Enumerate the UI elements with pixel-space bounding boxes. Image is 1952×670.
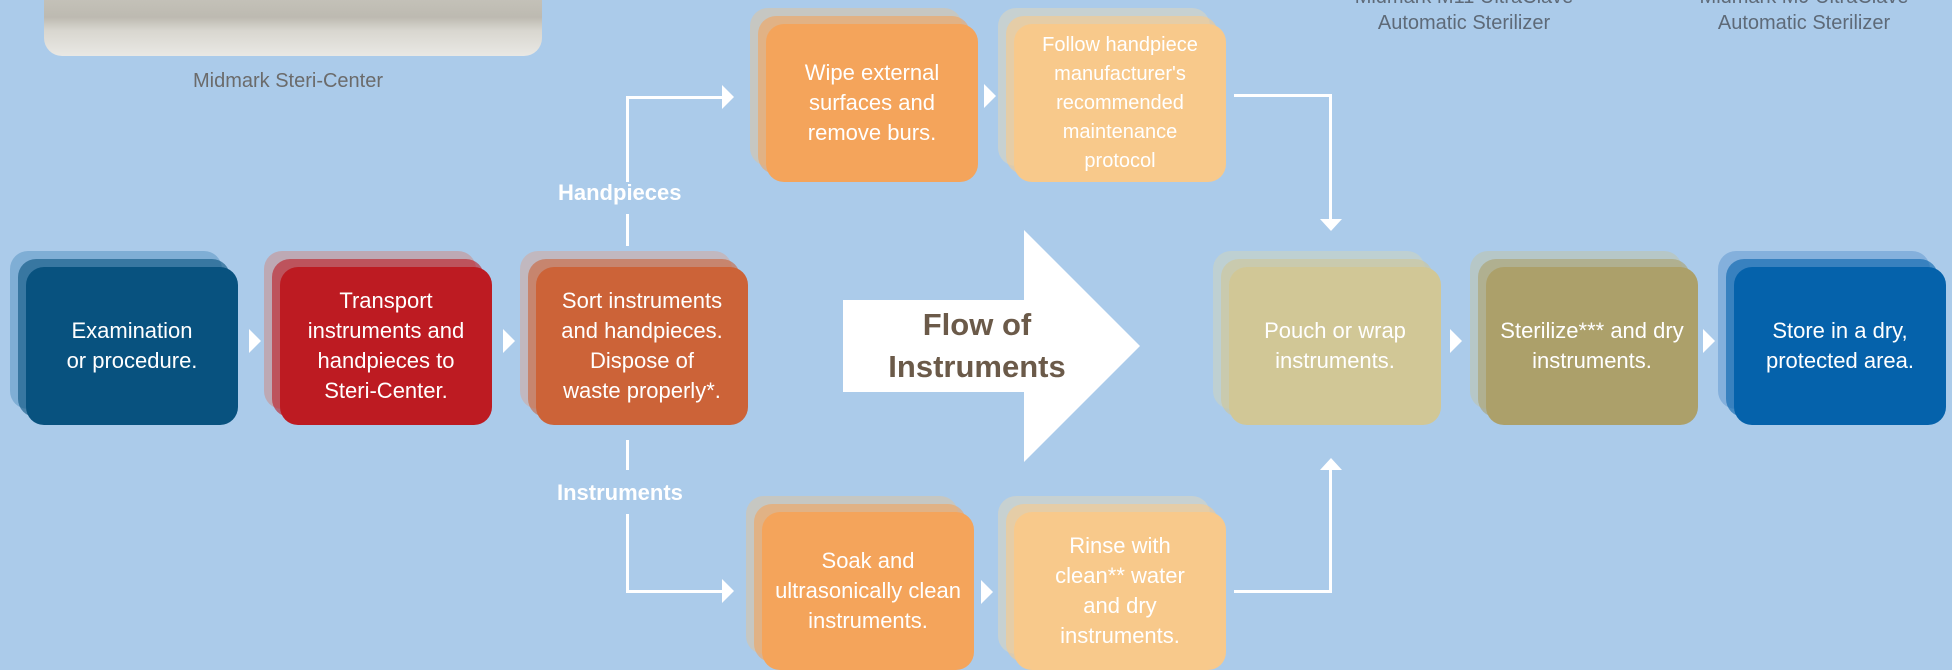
step-store: Store in a dry, protected area. [1718, 251, 1946, 425]
step-text: ultrasonically clean [775, 578, 961, 603]
arrowhead-down-icon [1320, 219, 1342, 231]
step-text: instruments. [1275, 348, 1395, 373]
flow-arrow-icon [843, 230, 1140, 462]
step-text: and dry [1083, 593, 1157, 618]
merge-line-top-down [1329, 94, 1332, 220]
arrowhead-right-icon [722, 579, 734, 603]
chevron-right-icon [984, 84, 996, 108]
merge-line-bottom [1234, 590, 1332, 593]
steri-center-photo [44, 0, 542, 56]
step-text: Examination [71, 318, 193, 343]
step-text: handpieces to [317, 348, 455, 373]
sterilizer-caption-m11: Midmark M11 UltraClave Automatic Sterili… [1312, 0, 1616, 36]
step-text: protocol [1084, 149, 1156, 172]
step-text: instruments and [307, 318, 465, 343]
step-sterilize: Sterilize*** and dry instruments. [1470, 251, 1698, 425]
sterilizer-caption-line1: Midmark M9 UltraClave [1652, 0, 1952, 10]
sterilizer-caption-line2: Automatic Sterilizer [1717, 12, 1891, 34]
step-text: Pouch or wrap [1264, 318, 1406, 343]
branch-line-top [626, 96, 722, 99]
step-text: protected area. [1766, 348, 1914, 373]
step-soak: Soak and ultrasonically clean instrument… [746, 496, 974, 670]
step-sort: Sort instruments and handpieces. Dispose… [520, 251, 748, 425]
step-transport: Transport instruments and handpieces to … [264, 251, 492, 425]
chevron-right-icon [503, 329, 515, 353]
step-text: maintenance [1062, 120, 1178, 143]
step-wipe: Wipe external surfaces and remove burs. [750, 8, 978, 182]
step-text: instruments. [808, 608, 928, 633]
step-text: Rinse with [1069, 533, 1171, 558]
merge-line-bottom-up [1329, 470, 1332, 593]
step-text: Transport [339, 288, 433, 313]
step-examination: Examination or procedure. [10, 251, 238, 425]
step-text: Sort instruments [561, 288, 723, 313]
flow-title-line: Flow of [922, 307, 1032, 342]
step-text: Sterilize*** and dry [1500, 318, 1684, 343]
branch-line-bottom [626, 590, 722, 593]
photo-caption: Midmark Steri-Center [192, 70, 384, 92]
step-text: remove burs. [807, 120, 937, 145]
step-text: surfaces and [809, 90, 935, 115]
branch-line-down [626, 514, 629, 593]
step-text: instruments. [1532, 348, 1652, 373]
branch-label-handpieces: Handpieces [558, 180, 682, 205]
step-text: or procedure. [66, 348, 198, 373]
branch-line-up-lower [626, 214, 629, 246]
step-text: clean** water [1055, 563, 1185, 588]
merge-line-top [1234, 94, 1332, 97]
step-text: manufacturer's [1054, 62, 1186, 85]
step-follow-protocol: Follow handpiece manufacturer's recommen… [998, 8, 1226, 182]
chevron-right-icon [1450, 329, 1462, 353]
chevron-right-icon [981, 580, 993, 604]
step-text: Steri-Center. [324, 378, 448, 403]
arrowhead-right-icon [722, 85, 734, 109]
chevron-right-icon [249, 329, 261, 353]
step-text: instruments. [1060, 623, 1180, 648]
step-text: Soak and [821, 548, 915, 573]
sterilizer-caption-line2: Automatic Sterilizer [1377, 12, 1551, 34]
branch-label-instruments: Instruments [557, 480, 683, 505]
step-text: recommended [1056, 91, 1184, 114]
step-text: Follow handpiece [1042, 33, 1198, 56]
step-text: waste properly*. [563, 378, 721, 403]
flow-title-line: Instruments [888, 349, 1066, 384]
step-text: Dispose of [590, 348, 694, 373]
step-text: and handpieces. [561, 318, 723, 343]
branch-line-up [626, 97, 629, 182]
flow-title: Flow of Instruments [843, 304, 1111, 388]
step-text: Store in a dry, [1772, 318, 1908, 343]
arrowhead-up-icon [1320, 458, 1342, 470]
step-text: Wipe external [804, 60, 940, 85]
branch-line-down-upper [626, 440, 629, 470]
step-pouch: Pouch or wrap instruments. [1213, 251, 1441, 425]
step-rinse: Rinse with clean** water and dry instrum… [998, 496, 1226, 670]
sterilizer-caption-line1: Midmark M11 UltraClave [1312, 0, 1616, 10]
chevron-right-icon [1703, 329, 1715, 353]
sterilizer-caption-m9: Midmark M9 UltraClave Automatic Steriliz… [1652, 0, 1952, 36]
